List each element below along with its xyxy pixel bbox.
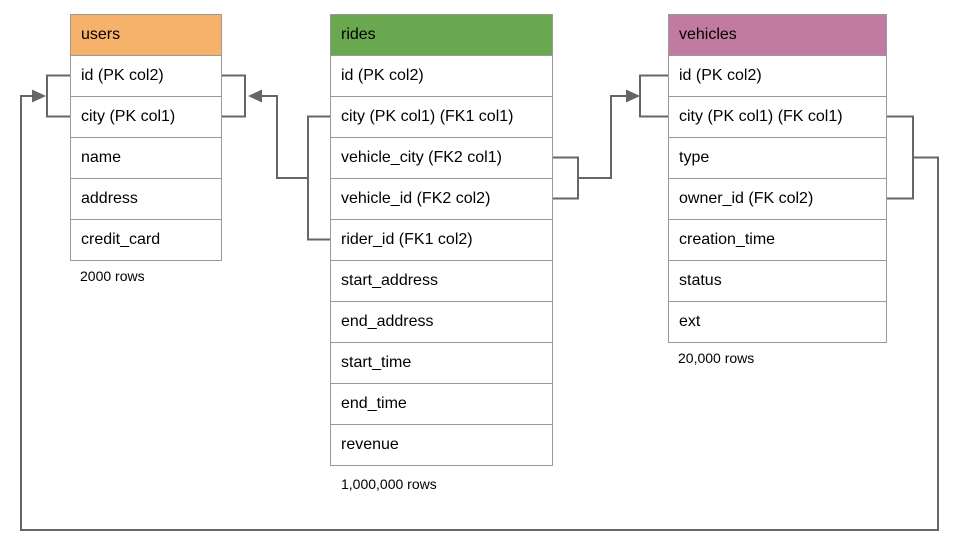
table-row: owner_id (FK col2) bbox=[669, 179, 886, 220]
table-row: id (PK col2) bbox=[71, 56, 221, 97]
rides-right-bracket bbox=[553, 156, 579, 200]
table-row: creation_time bbox=[669, 220, 886, 261]
vehicles-right-bracket bbox=[887, 115, 914, 200]
table-rides: rides id (PK col2) city (PK col1) (FK1 c… bbox=[330, 14, 553, 466]
table-vehicles: vehicles id (PK col2) city (PK col1) (FK… bbox=[668, 14, 887, 343]
table-row: start_address bbox=[331, 261, 552, 302]
table-row: credit_card bbox=[71, 220, 221, 260]
arrowhead-right-icon bbox=[626, 89, 640, 103]
table-row: end_address bbox=[331, 302, 552, 343]
table-row: type bbox=[669, 138, 886, 179]
table-row: vehicle_city (FK2 col1) bbox=[331, 138, 552, 179]
table-rides-header: rides bbox=[331, 15, 552, 56]
arrowhead-left-icon bbox=[248, 89, 262, 103]
users-row-count-label: 2000 rows bbox=[80, 268, 145, 284]
connector-rides-to-users bbox=[222, 74, 330, 241]
table-row: start_time bbox=[331, 343, 552, 384]
table-row: id (PK col2) bbox=[669, 56, 886, 97]
table-row: status bbox=[669, 261, 886, 302]
table-row: end_time bbox=[331, 384, 552, 425]
users-left-bracket bbox=[46, 74, 70, 118]
vehicles-row-count-label: 20,000 rows bbox=[678, 350, 755, 366]
table-row: rider_id (FK1 col2) bbox=[331, 220, 552, 261]
connector-stem bbox=[578, 95, 627, 179]
connector-stem bbox=[261, 95, 308, 179]
table-row: address bbox=[71, 179, 221, 220]
table-row: city (PK col1) (FK1 col1) bbox=[331, 97, 552, 138]
users-right-bracket bbox=[222, 74, 246, 118]
table-row: vehicle_id (FK2 col2) bbox=[331, 179, 552, 220]
table-row: ext bbox=[669, 302, 886, 342]
arrowhead-right-icon bbox=[32, 89, 46, 103]
vehicles-left-bracket bbox=[639, 74, 668, 118]
connector-rides-to-vehicles bbox=[553, 74, 668, 200]
table-row: revenue bbox=[331, 425, 552, 465]
table-users-header: users bbox=[71, 15, 221, 56]
table-row: city (PK col1) (FK col1) bbox=[669, 97, 886, 138]
table-row: id (PK col2) bbox=[331, 56, 552, 97]
rides-row-count-label: 1,000,000 rows bbox=[341, 476, 437, 492]
rides-left-bracket bbox=[307, 115, 330, 241]
table-users: users id (PK col2) city (PK col1) name a… bbox=[70, 14, 222, 261]
table-row: city (PK col1) bbox=[71, 97, 221, 138]
table-vehicles-header: vehicles bbox=[669, 15, 886, 56]
table-row: name bbox=[71, 138, 221, 179]
